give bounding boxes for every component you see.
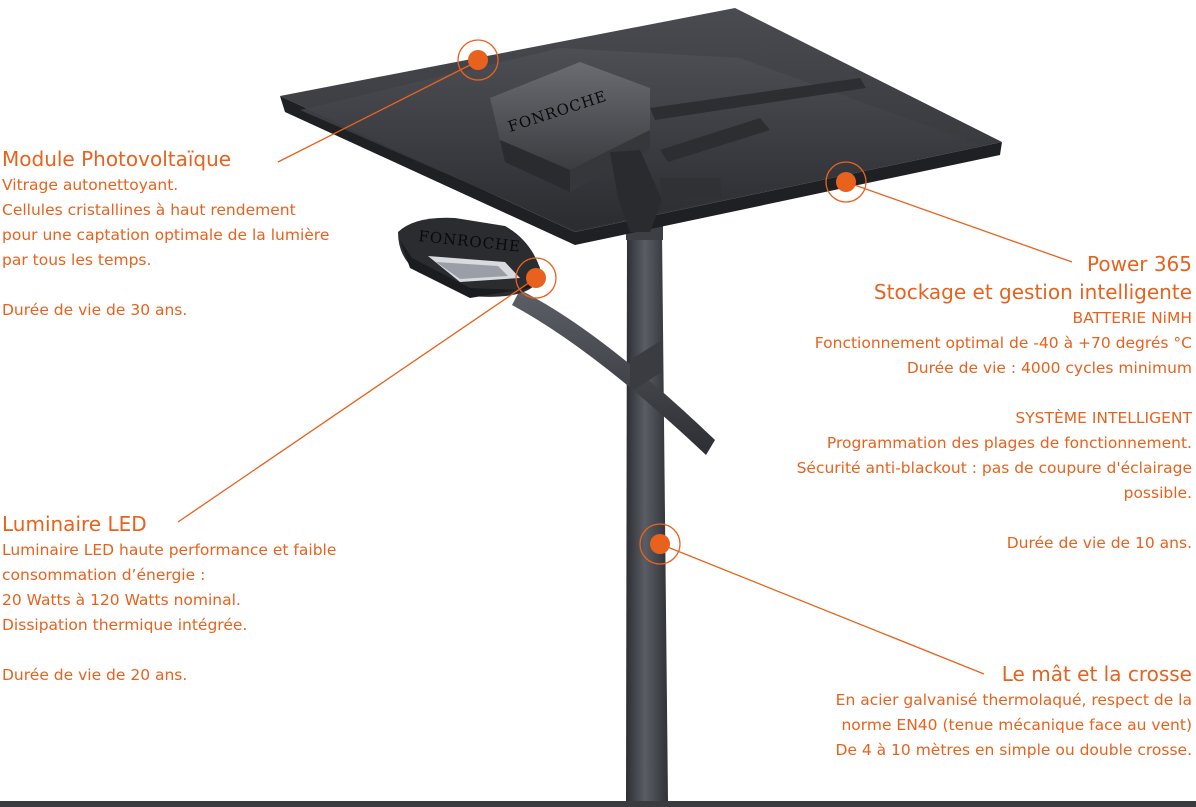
led-luminaire: FONROCHE (398, 217, 540, 298)
callout-line: Luminaire LED haute performance et faibl… (2, 541, 337, 559)
callout-lifetime: Durée de vie de 20 ans. (2, 666, 188, 684)
panel-bracket (660, 178, 722, 200)
callout-line: norme EN40 (tenue mécanique face au vent… (841, 716, 1192, 734)
callout-line: pour une captation optimale de la lumièr… (2, 226, 330, 244)
callout-line: possible. (1123, 484, 1192, 502)
leader-photovoltaic (277, 59, 481, 163)
callout-title: Power 365 (1087, 252, 1192, 276)
callout-title: Luminaire LED (2, 512, 147, 536)
callout-photovoltaic: Module Photovoltaïque Vitrage autonettoy… (2, 145, 422, 323)
callout-line: par tous les temps. (2, 251, 152, 269)
leader-lines (177, 59, 1073, 675)
battery-box: FONROCHE (490, 62, 650, 192)
callout-line: BATTERIE NiMH (1072, 309, 1192, 327)
callout-line: De 4 à 10 mètres en simple ou double cro… (835, 741, 1192, 759)
callout-subtitle: Stockage et gestion intelligente (873, 280, 1192, 304)
leader-mast (659, 543, 985, 675)
panel-rail (660, 118, 770, 162)
leader-led (177, 277, 537, 523)
pole (626, 232, 668, 801)
callout-line: 20 Watts à 120 Watts nominal. (2, 591, 241, 609)
panel-bracket (610, 150, 662, 232)
callout-lifetime: Durée de vie de 10 ans. (1006, 534, 1192, 552)
callout-line: Cellules cristallines à haut rendement (2, 201, 296, 219)
marker-mast (639, 523, 681, 565)
callout-line: SYSTÈME INTELLIGENT (1015, 409, 1192, 427)
callout-led: Luminaire LED Luminaire LED haute perfor… (2, 510, 422, 688)
marker-power (825, 161, 867, 203)
callout-line: Sécurité anti-blackout : pas de coupure … (796, 459, 1192, 477)
marker-photovoltaic (457, 39, 499, 81)
arm-joint (630, 340, 662, 392)
callout-title: Le mât et la crosse (1001, 662, 1192, 686)
callout-title: Module Photovoltaïque (2, 147, 232, 171)
arm (512, 290, 715, 455)
callout-line: consommation d’énergie : (2, 566, 206, 584)
callout-line: Dissipation thermique intégrée. (2, 616, 248, 634)
callout-line: Programmation des plages de fonctionneme… (826, 434, 1192, 452)
panel-rail (650, 78, 866, 120)
callout-line: Vitrage autonettoyant. (2, 176, 179, 194)
callout-power: Power 365 Stockage et gestion intelligen… (672, 250, 1192, 556)
solar-panel-edge (280, 96, 1002, 245)
leader-power (845, 181, 1073, 263)
callout-mast: Le mât et la crosse En acier galvanisé t… (732, 660, 1192, 763)
callout-line: Durée de vie : 4000 cycles minimum (906, 359, 1192, 377)
marker-led (515, 257, 557, 299)
callout-line: En acier galvanisé thermolaqué, respect … (835, 691, 1192, 709)
callout-line: Fonctionnement optimal de -40 à +70 degr… (814, 334, 1192, 352)
callout-lifetime: Durée de vie de 30 ans. (2, 301, 188, 319)
ground-line (0, 801, 1196, 807)
